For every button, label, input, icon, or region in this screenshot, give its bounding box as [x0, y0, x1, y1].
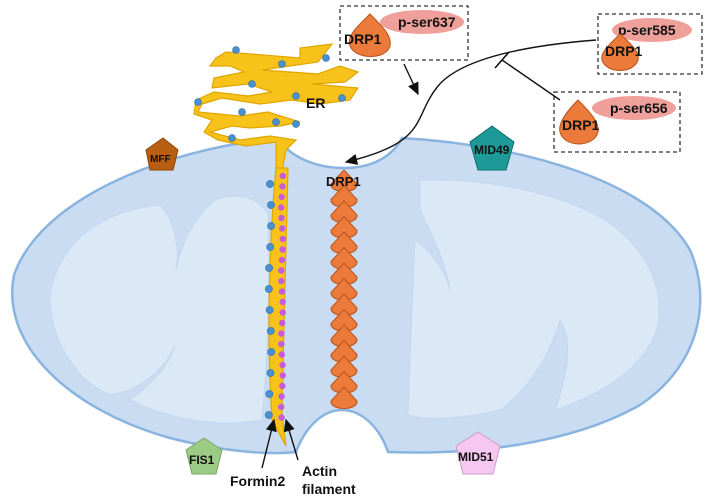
actin-pointer: [283, 418, 299, 461]
phospho-ellipse: [592, 96, 676, 120]
drp1-label: DRP1: [344, 31, 382, 47]
actin-dot: [278, 414, 285, 421]
actin-dot: [279, 372, 286, 379]
cristae-right: [407, 179, 660, 419]
actin-dot: [279, 382, 286, 390]
er-dot: [265, 306, 274, 314]
mff-receptor: MFF: [145, 137, 179, 171]
drp1-label: DRP1: [562, 117, 600, 133]
er-dot: [266, 180, 274, 188]
phospho-ellipse: [612, 18, 692, 42]
actin-dot: [278, 267, 285, 274]
er-dot: [232, 46, 240, 54]
pointer-arrows: [261, 418, 299, 469]
er-dot: [338, 94, 346, 102]
er-ribosomes: [194, 46, 346, 419]
actin-dot: [279, 361, 286, 369]
actin-dot: [278, 277, 285, 285]
actin-dot: [278, 319, 286, 327]
drp1-chain-label: DRP1: [326, 174, 361, 189]
mid51-pentagon: [455, 431, 501, 475]
formin2-label: Formin2: [230, 473, 285, 489]
actin-dot: [279, 183, 286, 190]
inhibition-line: [501, 59, 561, 101]
actin-dot: [279, 309, 286, 316]
er-dot: [272, 118, 280, 126]
drp1-drop-icon: [601, 33, 639, 71]
mid51-receptor: MID51: [455, 431, 501, 475]
er-dot: [292, 120, 300, 128]
actin-label-line2: filament: [302, 481, 356, 497]
drp1-recruitment-arrow: [344, 39, 597, 165]
actin-dot: [278, 288, 286, 295]
drp1-drop-icon: [348, 13, 391, 57]
fis1-pentagon: [185, 437, 223, 475]
er-dot: [266, 243, 275, 251]
phospho-label: p-ser637: [398, 14, 456, 30]
mid51-label: MID51: [458, 450, 494, 464]
actin-dot: [278, 256, 286, 264]
er-dot: [267, 348, 276, 356]
phospho-box-1: p-ser637 DRP1: [339, 5, 469, 61]
actin-dot: [278, 403, 285, 411]
actin-dot: [278, 340, 285, 348]
box1-arrow: [403, 63, 419, 96]
phospho-box-2: p-ser585 DRP1: [597, 13, 703, 75]
actin-dot: [279, 225, 286, 232]
er-dot: [238, 108, 246, 116]
inhibition-bar: [494, 51, 510, 69]
actin-dot: [279, 172, 286, 180]
er-label: ER: [306, 95, 325, 111]
er-dot: [266, 369, 275, 377]
signaling-arrows: [344, 39, 597, 165]
actin-dot: [279, 235, 286, 243]
mff-label: MFF: [150, 154, 171, 165]
actin-label-line1: Actin: [302, 463, 337, 479]
phospho-ellipse: [380, 10, 464, 34]
cristae-left: [49, 195, 270, 424]
fis1-label: FIS1: [189, 453, 215, 467]
er-dot: [265, 264, 273, 272]
er-dot: [278, 60, 286, 68]
er-dot: [266, 327, 275, 335]
drp1-drop-icon: [559, 99, 599, 145]
er-dot: [264, 411, 273, 419]
drp1-label: DRP1: [605, 43, 643, 59]
er-dot: [264, 285, 273, 293]
mid49-label: MID49: [474, 143, 510, 157]
actin-dot: [278, 214, 285, 222]
er-dot: [228, 134, 236, 142]
er-dot: [292, 92, 300, 100]
drp1-subunit: [330, 386, 358, 409]
actin-dot: [278, 330, 285, 337]
er-dot: [248, 80, 256, 88]
er-dot: [267, 222, 275, 230]
mff-pentagon: [145, 137, 179, 171]
mid49-receptor: MID49: [469, 125, 515, 171]
actin-dot: [278, 393, 285, 400]
phospho-label: p-ser585: [618, 22, 676, 38]
actin-filament: [278, 172, 286, 421]
er-dot: [322, 54, 330, 62]
phospho-box-3: p-ser656 DRP1: [553, 91, 681, 153]
actin-dot: [278, 193, 285, 201]
mid49-pentagon: [469, 125, 515, 171]
er-dot: [265, 390, 274, 398]
actin-dot: [279, 246, 286, 253]
formin2-pointer: [261, 418, 277, 469]
fis1-receptor: FIS1: [185, 437, 223, 475]
drp1-ring-chain: [330, 169, 358, 409]
actin-dot: [279, 298, 286, 306]
actin-dot: [278, 204, 285, 211]
actin-dot: [278, 351, 285, 358]
phospho-label: p-ser656: [610, 100, 668, 116]
er-dot: [267, 201, 275, 209]
er-dot: [194, 98, 202, 106]
